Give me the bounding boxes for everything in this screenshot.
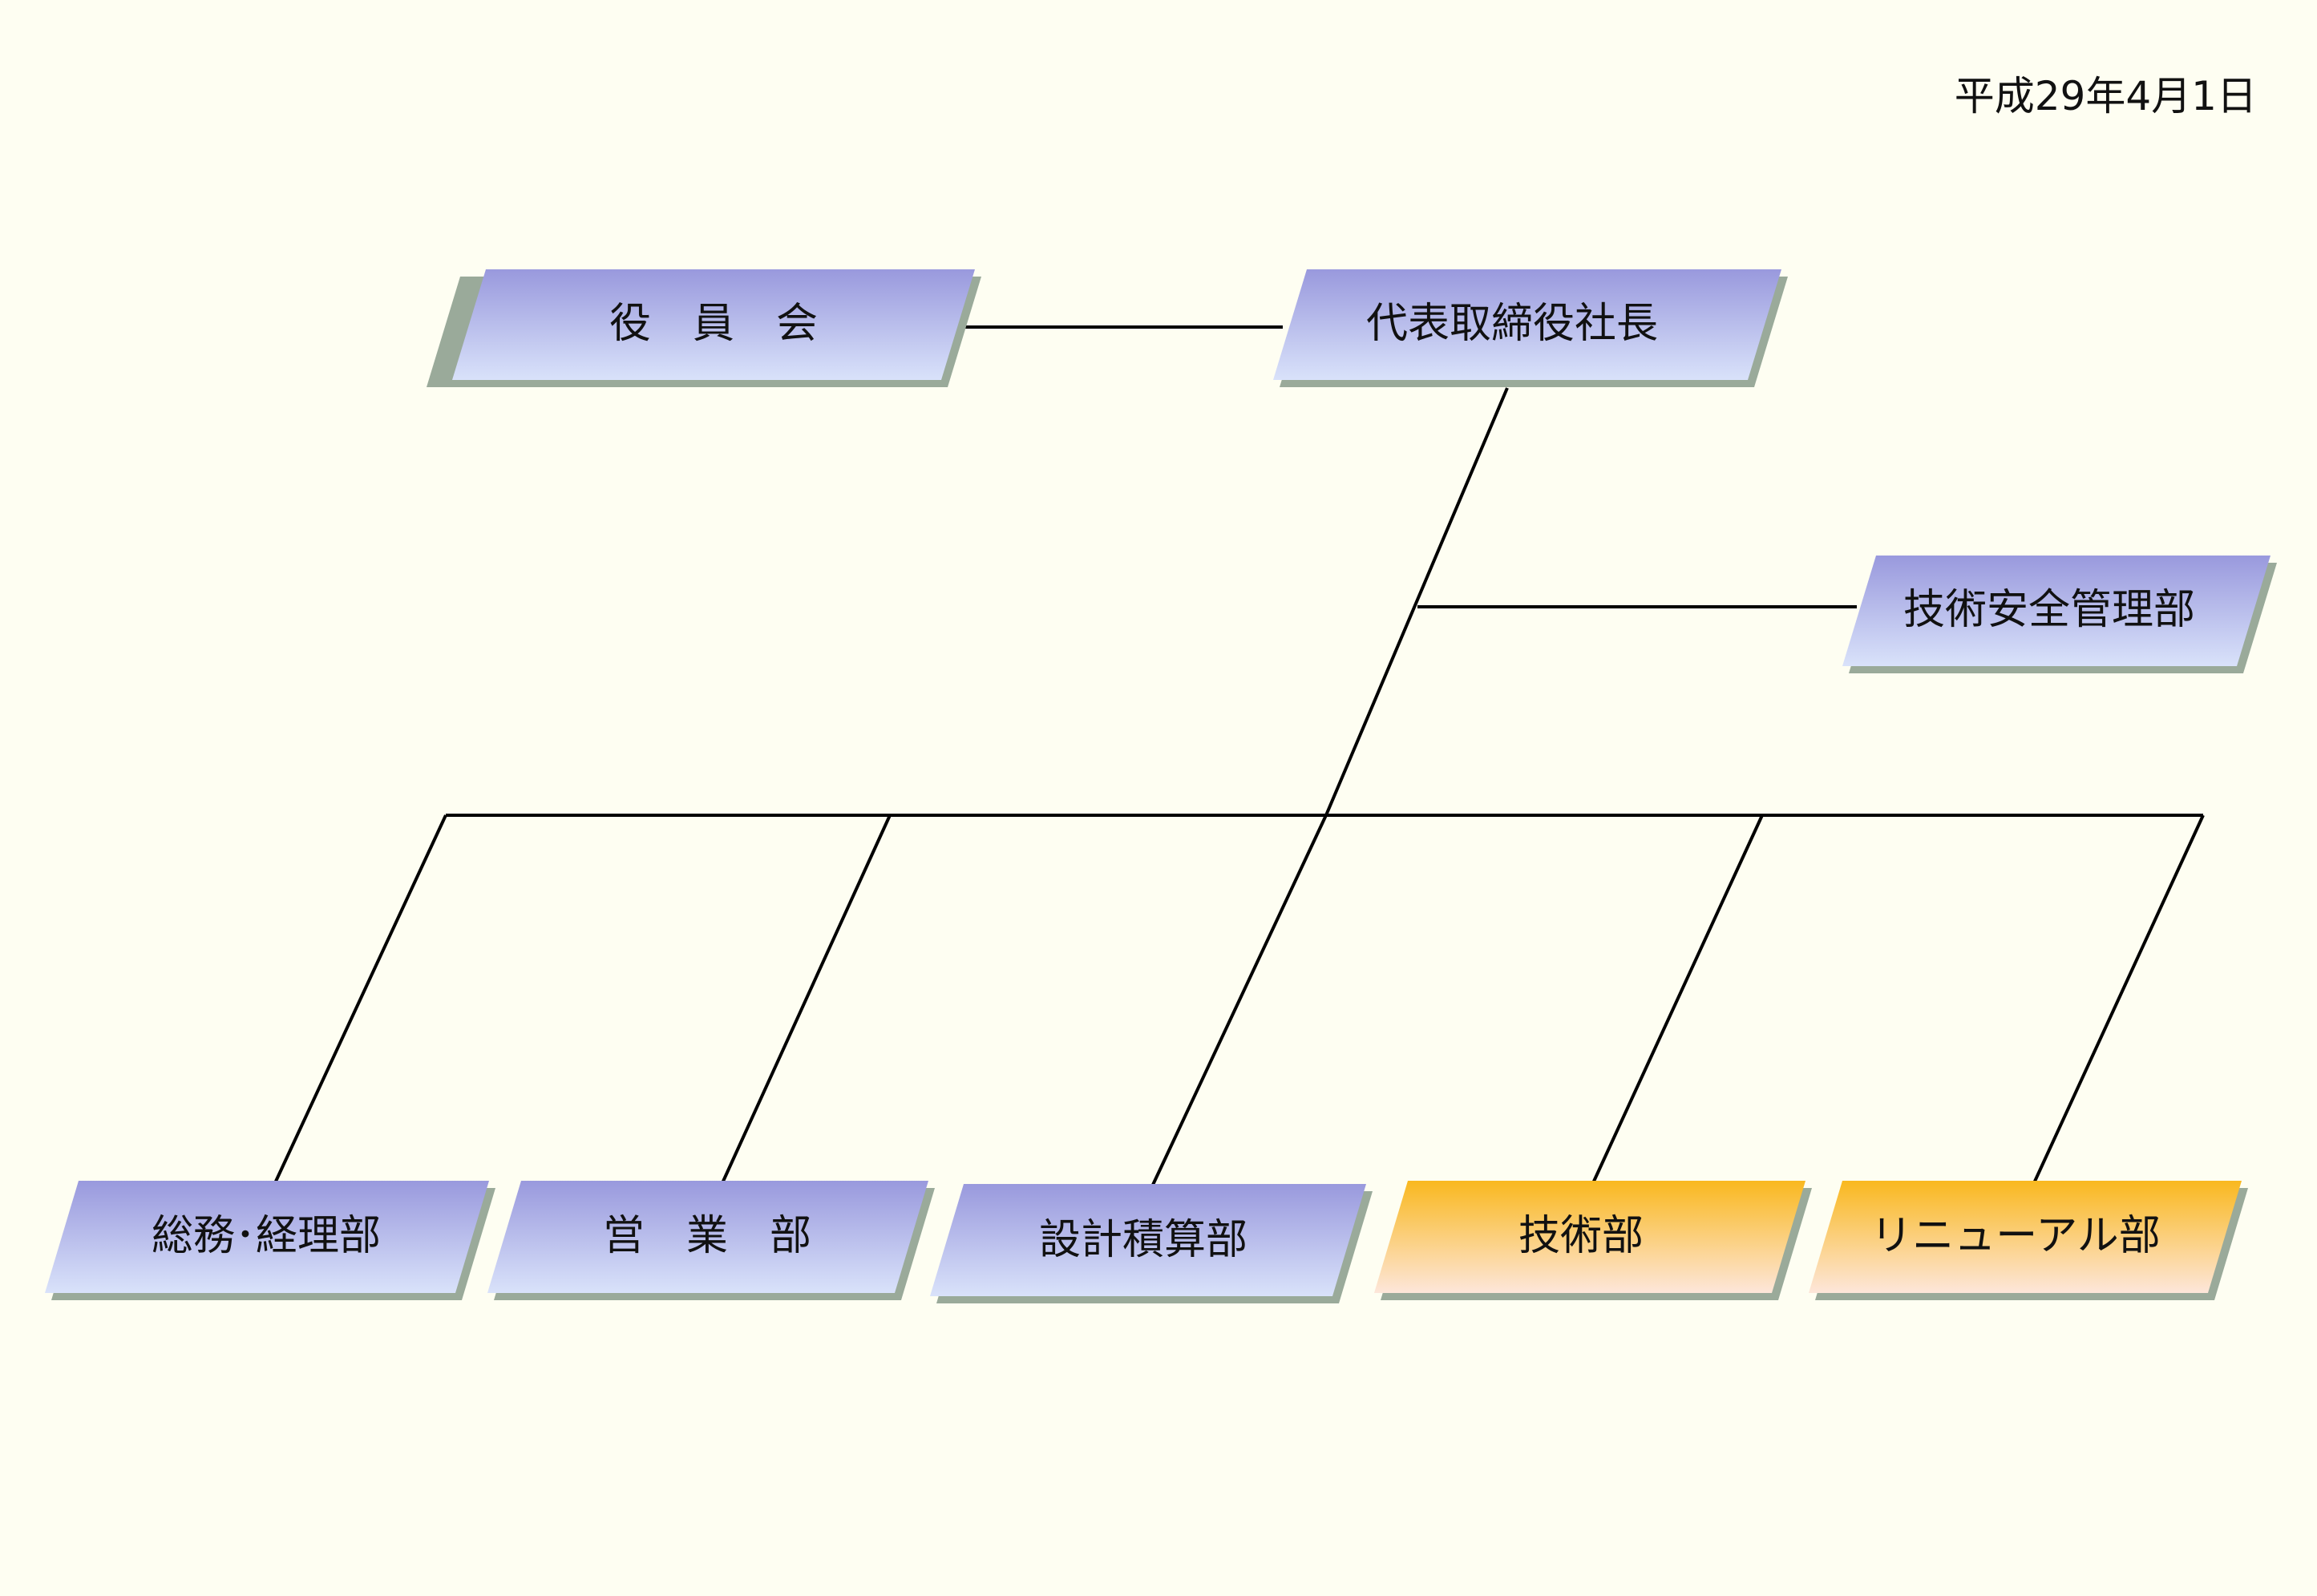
node-safety[interactable]: 技術安全管理部 — [1842, 556, 2277, 673]
node-renewal-shape — [1809, 1181, 2242, 1293]
connector-tech — [1591, 814, 1764, 1186]
node-tech-shape — [1374, 1181, 1805, 1293]
node-board-shape — [452, 269, 975, 380]
node-design-shape — [930, 1184, 1366, 1296]
node-president-shape — [1273, 269, 1781, 380]
connector-sales — [720, 814, 892, 1186]
node-board-label: 役 員 会 — [609, 300, 818, 348]
node-safety-shape — [1842, 556, 2270, 666]
node-design[interactable]: 設計積算部 — [930, 1184, 1373, 1303]
node-president[interactable]: 代表取締役社長 — [1273, 269, 1788, 387]
node-safety-label: 技術安全管理部 — [1903, 586, 2195, 634]
node-renewal-label: リニューアル部 — [1870, 1212, 2160, 1260]
node-tech-label: 技術部 — [1518, 1212, 1644, 1260]
node-general-shape — [45, 1181, 489, 1293]
node-sales[interactable]: 営 業 部 — [487, 1181, 935, 1300]
date-label: 平成29年4月1日 — [1955, 73, 2257, 119]
node-design-label: 設計積算部 — [1039, 1216, 1247, 1264]
node-general[interactable]: 総務･経理部 — [45, 1181, 495, 1300]
connector-general — [273, 814, 447, 1186]
connector-design — [1151, 814, 1328, 1186]
connector-lines — [273, 325, 2205, 1186]
node-sales-label: 営 業 部 — [603, 1212, 811, 1260]
node-tech[interactable]: 技術部 — [1374, 1181, 1812, 1300]
node-renewal[interactable]: リニューアル部 — [1809, 1181, 2248, 1300]
connector-renewal — [2032, 814, 2205, 1186]
connector-president-trunk — [1324, 387, 1509, 816]
node-sales-shape — [487, 1181, 928, 1293]
node-board[interactable]: 役 員 会 — [427, 269, 981, 387]
node-general-label: 総務･経理部 — [152, 1212, 381, 1260]
node-president-label: 代表取締役社長 — [1366, 300, 1658, 348]
